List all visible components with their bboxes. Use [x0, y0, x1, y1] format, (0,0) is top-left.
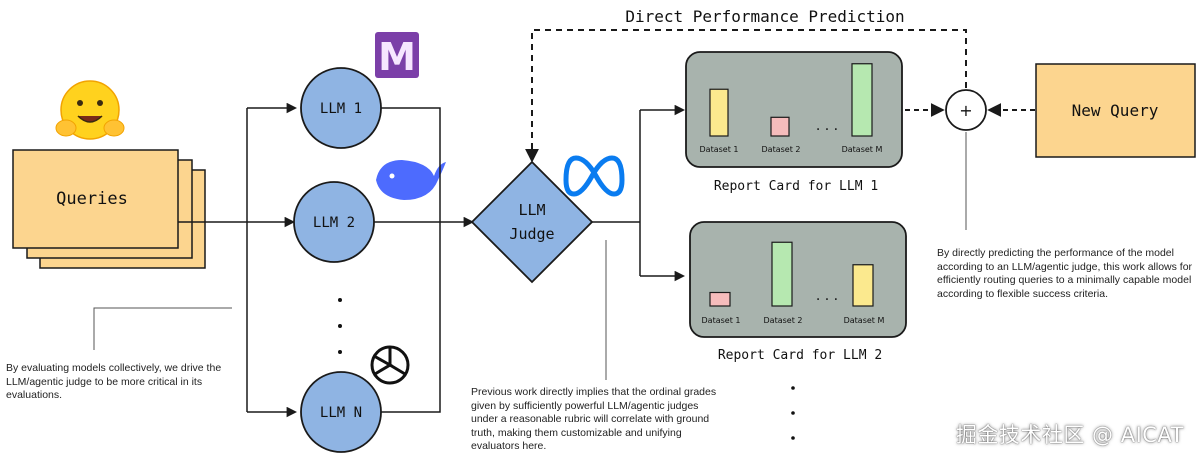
- report-card-1: . . . Dataset 1 Dataset 2 Dataset M: [685, 51, 903, 168]
- report-card-1-dataset-2: Dataset 2: [762, 145, 801, 154]
- llm-n-label: LLM N: [320, 405, 362, 421]
- llm-n-node: LLM N: [300, 371, 382, 453]
- report-card-ellipsis: [791, 386, 795, 440]
- new-query-label: New Query: [1072, 101, 1159, 120]
- llm-to-judge-connectors: [374, 107, 475, 413]
- judge-label-line1: LLM: [518, 201, 545, 219]
- left-annotation: By evaluating models collectively, we dr…: [6, 362, 222, 401]
- hugging-face-icon: [55, 80, 125, 140]
- mistral-icon-letter: M: [378, 35, 416, 79]
- report-card-1-bar-dataset-1: [709, 88, 729, 137]
- report-card-2-bar-dataset-m: [852, 264, 874, 307]
- new-query-node: New Query: [1035, 63, 1196, 158]
- middle-annotation: Previous work directly implies that the …: [471, 386, 717, 452]
- queries-label: Queries: [56, 189, 128, 209]
- openai-icon: [370, 345, 410, 385]
- llm-1-label: LLM 1: [320, 101, 362, 117]
- llm-2-node: LLM 2: [293, 181, 375, 263]
- combine-plus-node: +: [945, 89, 987, 131]
- right-annotation: By directly predicting the performance o…: [937, 247, 1193, 300]
- llm-ellipsis: [338, 298, 342, 354]
- report-card-1-dataset-1: Dataset 1: [700, 145, 739, 154]
- report-card-2: . . . Dataset 1 Dataset 2 Dataset M: [689, 221, 907, 338]
- report-card-2-dataset-1: Dataset 1: [702, 316, 741, 325]
- queries-stack: Queries: [12, 149, 206, 269]
- left-annotation-leader: [93, 307, 232, 350]
- report-card-1-bar-dataset-m: [851, 63, 873, 137]
- report-card-1-title: Report Card for LLM 1: [714, 179, 878, 194]
- report-card-1-dataset-m: Dataset M: [842, 145, 883, 154]
- direct-prediction-dashed-arrow: [525, 29, 967, 163]
- report-card-2-title: Report Card for LLM 2: [718, 348, 882, 363]
- report-card-2-ellipsis: . . .: [816, 288, 838, 304]
- mistral-icon: M: [375, 32, 419, 79]
- report-card-2-bar-dataset-1: [709, 291, 731, 307]
- judge-to-cards-connectors: [592, 104, 686, 282]
- judge-label-line2: Judge: [509, 225, 554, 243]
- llm-2-label: LLM 2: [313, 215, 355, 231]
- direct-performance-label: Direct Performance Prediction: [625, 7, 904, 26]
- llm-judge-node: LLM Judge: [470, 160, 594, 284]
- meta-icon: [563, 155, 625, 197]
- report-card-2-dataset-2: Dataset 2: [764, 316, 803, 325]
- report-card-2-dataset-m: Dataset M: [844, 316, 885, 325]
- query-to-llm-connectors: [178, 102, 298, 418]
- report-card-2-bar-dataset-2: [771, 241, 793, 307]
- report-card-1-bar-dataset-2: [770, 116, 790, 137]
- report-card-1-ellipsis: . . .: [816, 118, 838, 134]
- deepseek-icon: [376, 160, 446, 200]
- watermark: 掘金技术社区 @ AICAT: [955, 423, 1184, 447]
- llm-1-node: LLM 1: [300, 67, 382, 149]
- plus-icon: +: [959, 101, 972, 120]
